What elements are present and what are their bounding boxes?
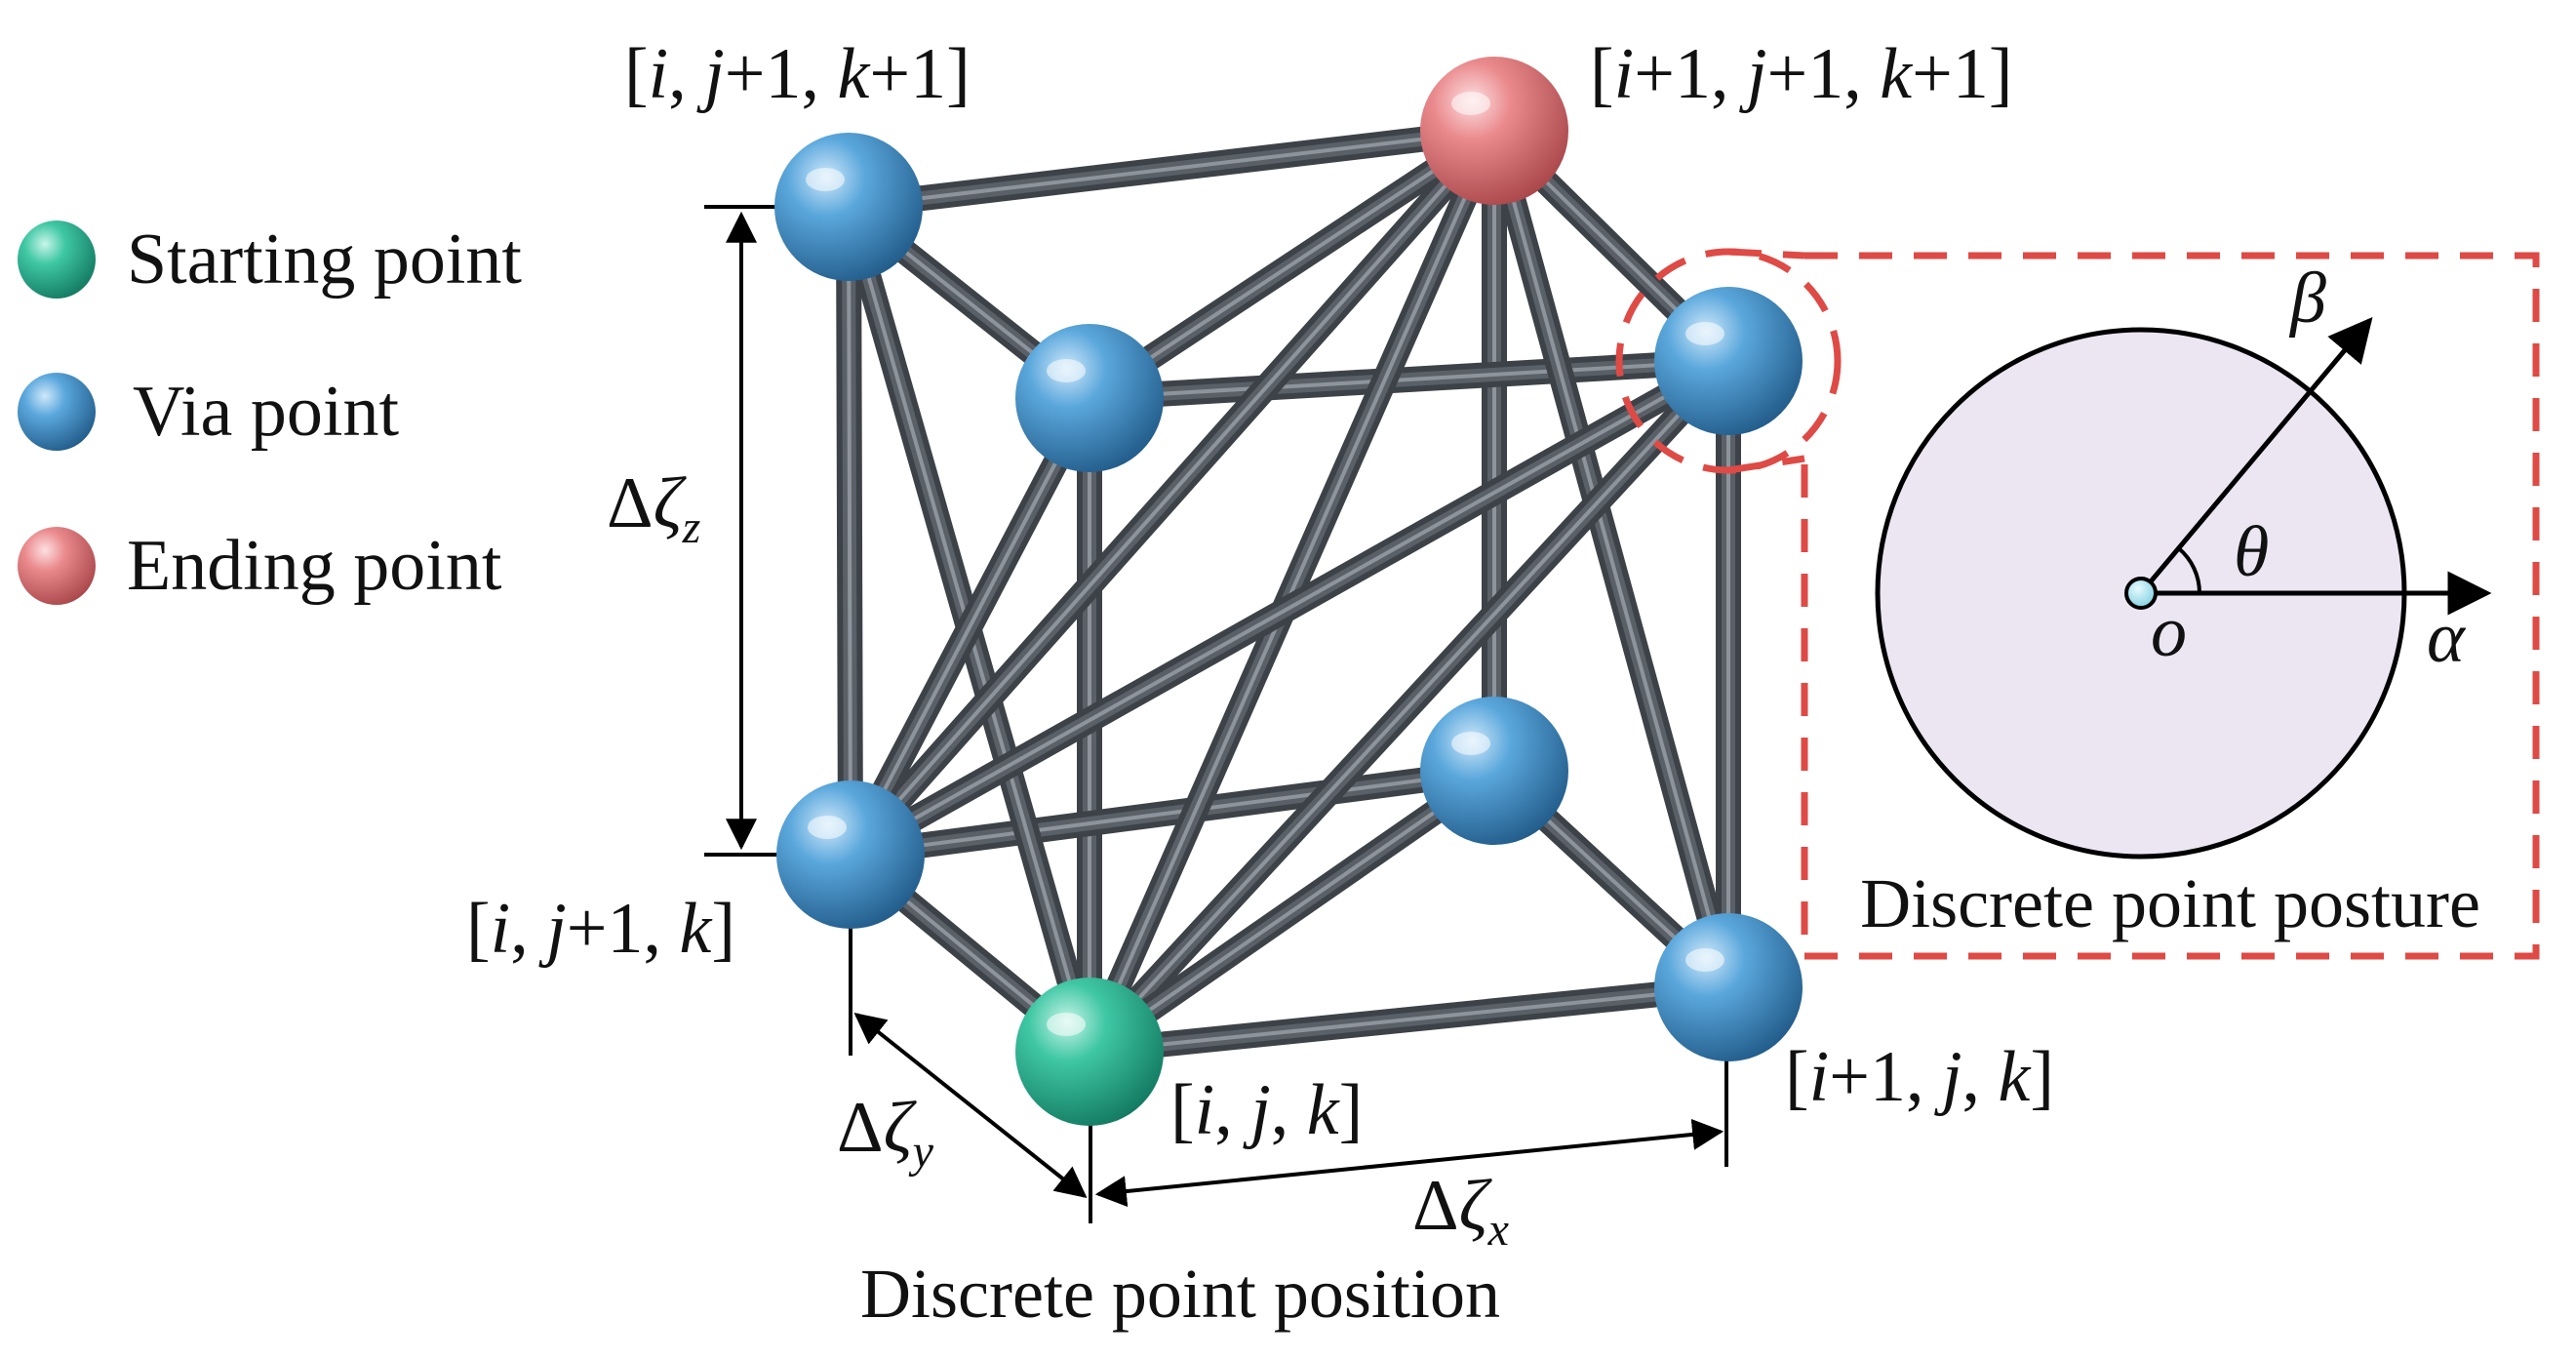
theta-label: θ [2234, 512, 2269, 592]
rod-shine-tbl-tbr [847, 129, 1496, 209]
node-bbr-highlight [1451, 732, 1490, 755]
rod-shine-tbr-tfl [1088, 129, 1496, 400]
rod-shine-bbr-bfl [1088, 769, 1496, 1054]
dim-y-arrow [853, 1013, 1088, 1198]
node-tfl-via [1015, 324, 1164, 472]
node-bfr-highlight [1685, 948, 1724, 972]
rod-shine-tfl-bbl [849, 396, 1091, 857]
theta-arc [2177, 546, 2202, 594]
label-top-back-left: [i, j+1, k+1] [624, 34, 971, 114]
node-tfr-via [1654, 287, 1803, 435]
dim-x-label: Δζx [1412, 1166, 1509, 1256]
node-bbl-via [776, 780, 925, 929]
node-tbr-highlight [1451, 92, 1490, 115]
rod-shine-tbr-bbl [849, 129, 1496, 857]
node-tfl-highlight [1047, 359, 1086, 382]
posture-connector-top [1727, 248, 1805, 260]
legend: Starting point Via point Ending point [18, 220, 522, 606]
node-bfr-via [1654, 913, 1803, 1061]
beta-label: β [2288, 259, 2326, 339]
label-bottom-front-left: [i, j, k] [1170, 1070, 1363, 1150]
dimension-lines [704, 205, 1728, 1223]
legend-item-end: Ending point [18, 526, 502, 606]
posture-caption: Discrete point posture [1860, 864, 2480, 942]
node-labels: [i, j+1, k+1] [i+1, j+1, k+1] [i, j+1, k… [466, 34, 2054, 1150]
node-tbr-end [1420, 57, 1568, 205]
rod-shine-bfl-bfr [1088, 985, 1730, 1054]
rod-shine-tbr-bfl [1088, 129, 1496, 1054]
label-bottom-back-left: [i, j+1, k] [466, 889, 735, 969]
rod-shine-tbl-bbl [847, 205, 852, 857]
legend-start-swatch [18, 220, 96, 299]
legend-item-start: Starting point [18, 220, 522, 300]
alpha-label: α [2427, 598, 2467, 678]
node-tbl-via [774, 133, 923, 281]
rod-shine-tbr-bfr [1492, 129, 1730, 989]
origin-label: o [2151, 592, 2187, 672]
legend-end-swatch [18, 527, 96, 605]
posture-connector-bottom [1727, 455, 1805, 474]
posture-panel: β α θ o Discrete point posture [1727, 248, 2540, 960]
label-bottom-front-right: [i+1, j, k] [1785, 1037, 2054, 1117]
node-bbl-highlight [808, 816, 847, 839]
label-top-back-right: [i+1, j+1, k+1] [1590, 34, 2013, 114]
beta-axis [2139, 316, 2373, 595]
node-bfl-highlight [1047, 1013, 1086, 1036]
rod-shine-tfr-bbl [849, 359, 1730, 857]
node-bbr-via [1420, 697, 1568, 845]
node-tbl-highlight [806, 168, 845, 191]
dimension-labels: Δζz Δζy Δζx [607, 463, 1509, 1256]
rod-shine-tfr-bfl [1088, 359, 1730, 1054]
lattice-nodes [774, 57, 1803, 1126]
legend-via-label: Via point [133, 372, 399, 452]
legend-end-label: Ending point [127, 526, 502, 606]
node-tfr-highlight [1685, 322, 1724, 345]
legend-via-swatch [18, 373, 96, 451]
posture-dashed-box [1801, 252, 2540, 960]
dim-y-label: Δζy [837, 1088, 934, 1178]
origin-point [2124, 577, 2158, 610]
dim-x-arrow [1094, 1118, 1724, 1208]
lattice-rods [836, 118, 1741, 1064]
legend-item-via: Via point [18, 372, 399, 452]
position-caption: Discrete point position [860, 1255, 1500, 1333]
dim-z-label: Δζz [607, 463, 701, 553]
rod-shine-tfl-tfr [1088, 359, 1730, 400]
node-bfl-start [1015, 978, 1164, 1126]
legend-start-label: Starting point [127, 220, 522, 300]
rod-shine-bbl-bbr [849, 769, 1496, 857]
